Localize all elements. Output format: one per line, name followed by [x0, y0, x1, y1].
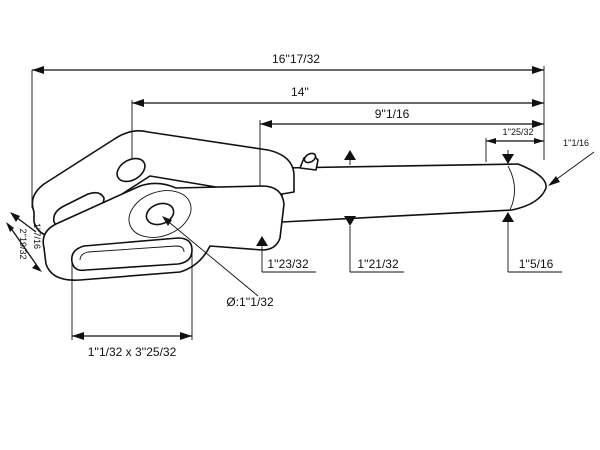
label-neck-diameter: 1''23/32: [267, 257, 309, 271]
front-slot: [70, 237, 193, 272]
label-tip-length: 1''25/32: [503, 127, 534, 137]
dim-shaft-diameter: 1''21/32: [344, 150, 404, 273]
dim-hole-diameter: Ø:1''1/32: [162, 216, 274, 309]
dim-tip-length: 1''25/32: [485, 127, 544, 162]
label-hole-diameter: Ø:1''1/32: [226, 295, 274, 309]
dim-tip-diameter: 1''1/16: [548, 138, 595, 186]
back-pin-hole: [116, 157, 146, 183]
label-shaft-diameter: 1''21/32: [357, 257, 399, 271]
tip-bevel: [507, 165, 515, 211]
front-slot-inner: [79, 245, 185, 261]
front-boss: [128, 190, 192, 238]
label-tip-diameter: 1''1/16: [563, 138, 589, 148]
label-slot-size: 1''1/32 x 3''25/32: [88, 345, 177, 359]
grease-nipple-cap: [303, 152, 317, 164]
dim-length-14: 14'': [131, 85, 544, 158]
label-length-14: 14'': [291, 85, 309, 99]
dim-length-9: 9''1/16: [259, 107, 544, 186]
shaft: [281, 163, 547, 223]
label-height-large: 2''19/32: [18, 229, 28, 260]
clevis-part: [31, 130, 547, 281]
label-overall-length: 16''17/32: [272, 52, 320, 66]
dim-left-heights: 1''7/16 2''19/32: [6, 212, 42, 272]
dim-neck-diameter: 1''23/32: [256, 236, 316, 273]
label-height-small: 1''7/16: [32, 223, 42, 249]
dim-slot-size: 1''1/32 x 3''25/32: [71, 252, 193, 359]
label-length-9: 9''1/16: [375, 107, 410, 121]
dim-end-diameter: 1''5/16: [502, 150, 562, 273]
dim-overall-length: 16''17/32: [31, 52, 545, 208]
label-end-diameter: 1''5/16: [519, 257, 554, 271]
